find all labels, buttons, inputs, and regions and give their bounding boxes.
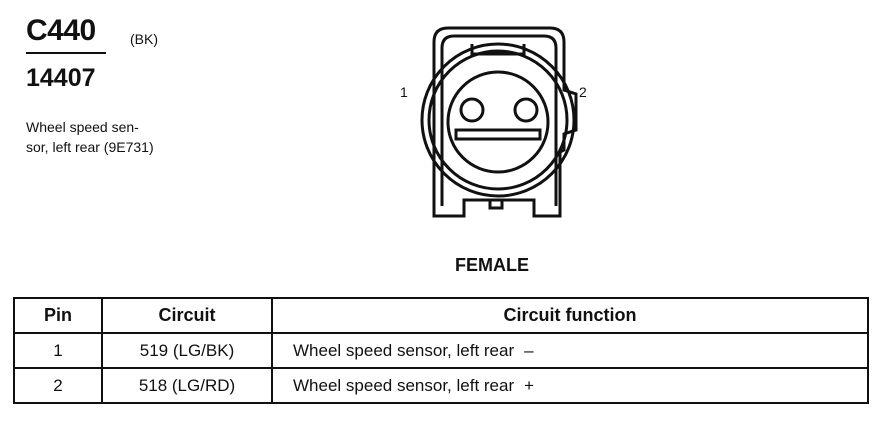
circuit-function-cell: Wheel speed sensor, left rear– bbox=[271, 332, 869, 369]
table-row: 1 519 (LG/BK) Wheel speed sensor, left r… bbox=[13, 332, 869, 369]
connector-outer-ring bbox=[420, 42, 576, 198]
connector-color-code: (BK) bbox=[130, 31, 158, 47]
pin-cell: 1 bbox=[13, 332, 103, 369]
connector-key-notch bbox=[470, 44, 526, 56]
table-row: 2 518 (LG/RD) Wheel speed sensor, left r… bbox=[13, 367, 869, 404]
connector-housing-outline bbox=[432, 26, 578, 218]
connector-latch-slot bbox=[454, 128, 542, 141]
polarity-sign: – bbox=[524, 340, 534, 360]
connector-description: Wheel speed sen- sor, left rear (9E731) bbox=[26, 117, 186, 157]
connector-id-underline bbox=[26, 52, 106, 54]
description-line-2: sor, left rear (9E731) bbox=[26, 139, 154, 155]
header-circuit: Circuit bbox=[101, 297, 273, 334]
connector-inner-ring bbox=[427, 49, 569, 191]
part-number: 14407 bbox=[26, 64, 96, 92]
circuit-cell: 518 (LG/RD) bbox=[101, 367, 273, 404]
pin-1-label: 1 bbox=[400, 84, 408, 100]
pin-cell: 2 bbox=[13, 367, 103, 404]
connector-face bbox=[446, 70, 550, 174]
description-line-1: Wheel speed sen- bbox=[26, 119, 139, 135]
circuit-cell: 519 (LG/BK) bbox=[101, 332, 273, 369]
polarity-sign: + bbox=[524, 375, 535, 395]
connector-bottom-tab bbox=[488, 198, 504, 210]
header-pin: Pin bbox=[13, 297, 103, 334]
view-label: FEMALE bbox=[455, 255, 529, 275]
pin-1-cavity bbox=[459, 97, 485, 123]
circuit-function-cell: Wheel speed sensor, left rear + bbox=[271, 367, 869, 404]
connector-inner-outline bbox=[440, 34, 558, 206]
connector-face-drawing bbox=[420, 26, 578, 218]
header-circuit-function: Circuit function bbox=[271, 297, 869, 334]
pin-table: Pin Circuit Circuit function 1 519 (LG/B… bbox=[13, 297, 869, 404]
pin-table-header-row: Pin Circuit Circuit function bbox=[13, 297, 869, 334]
pin-2-cavity bbox=[513, 97, 539, 123]
circuit-function-text: Wheel speed sensor, left rear bbox=[293, 375, 515, 395]
circuit-function-text: Wheel speed sensor, left rear bbox=[293, 340, 515, 360]
connector-id: C440 bbox=[26, 14, 96, 47]
pin-2-label: 2 bbox=[579, 84, 587, 100]
